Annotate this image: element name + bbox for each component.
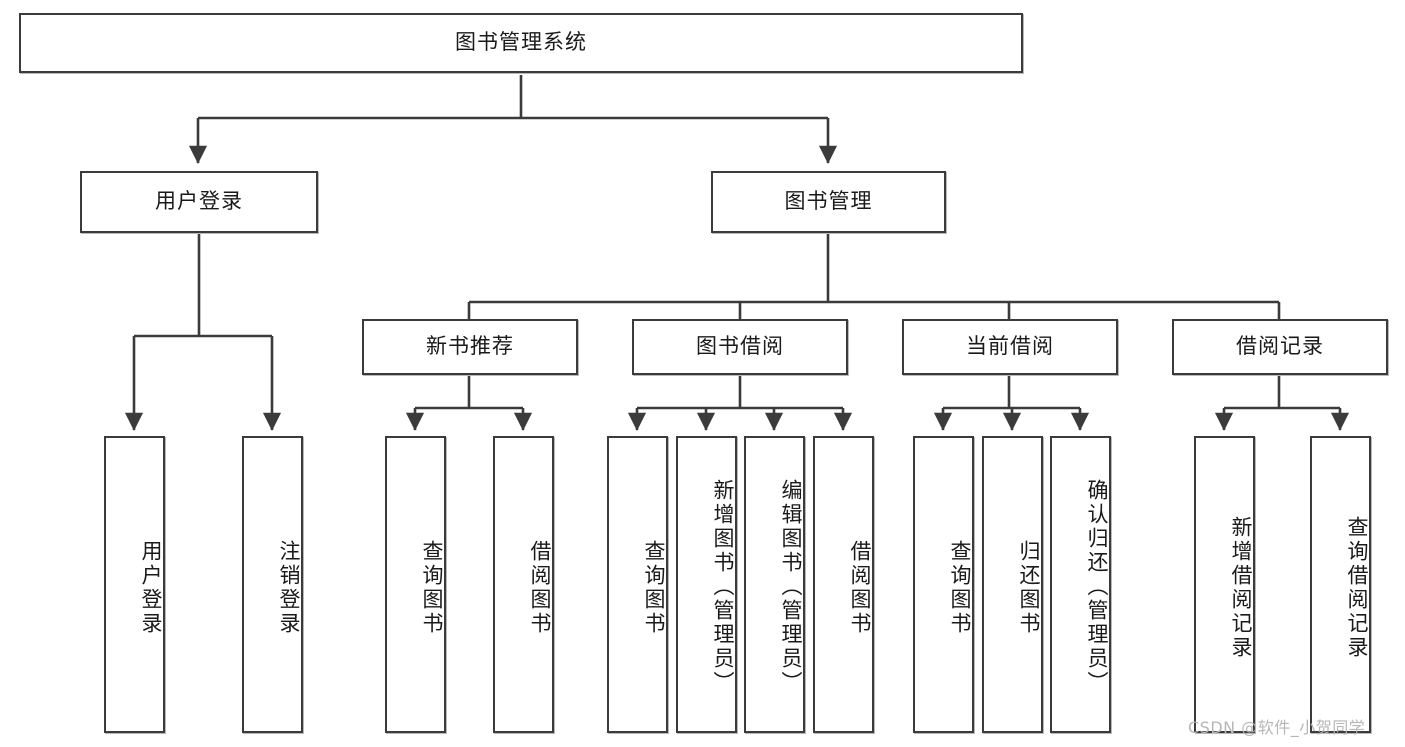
- leaf-new-book-query-books[interactable]: 查询图书: [385, 436, 446, 733]
- leaf-borrow-query-books[interactable]: 查询图书: [607, 436, 668, 733]
- leaf-current-query-books[interactable]: 查询图书: [913, 436, 974, 733]
- node-book-management[interactable]: 图书管理: [711, 171, 946, 233]
- leaf-current-return-books[interactable]: 归还图书: [982, 436, 1043, 733]
- leaf-record-add-borrow-record[interactable]: 新增借阅记录: [1194, 436, 1255, 733]
- leaf-user-login-login[interactable]: 用户登录: [104, 436, 165, 733]
- leaf-new-book-borrow-books[interactable]: 借阅图书: [493, 436, 554, 733]
- node-current-borrow[interactable]: 当前借阅: [902, 319, 1118, 375]
- leaf-record-query-borrow-record[interactable]: 查询借阅记录: [1310, 436, 1371, 733]
- node-new-book-recommend[interactable]: 新书推荐: [362, 319, 578, 375]
- node-user-login[interactable]: 用户登录: [80, 171, 318, 233]
- node-book-borrow[interactable]: 图书借阅: [632, 319, 848, 375]
- leaf-user-login-logout[interactable]: 注销登录: [242, 436, 303, 733]
- leaf-borrow-edit-book-admin[interactable]: 编辑图书（管理员）: [744, 436, 805, 733]
- leaf-borrow-borrow-books[interactable]: 借阅图书: [813, 436, 874, 733]
- leaf-borrow-add-book-admin[interactable]: 新增图书（管理员）: [676, 436, 737, 733]
- leaf-current-confirm-return-admin[interactable]: 确认归还（管理员）: [1050, 436, 1111, 733]
- node-root-book-management-system[interactable]: 图书管理系统: [19, 13, 1023, 73]
- node-borrow-record[interactable]: 借阅记录: [1172, 319, 1388, 375]
- csdn-watermark: CSDN @软件_小贺同学: [1188, 718, 1366, 737]
